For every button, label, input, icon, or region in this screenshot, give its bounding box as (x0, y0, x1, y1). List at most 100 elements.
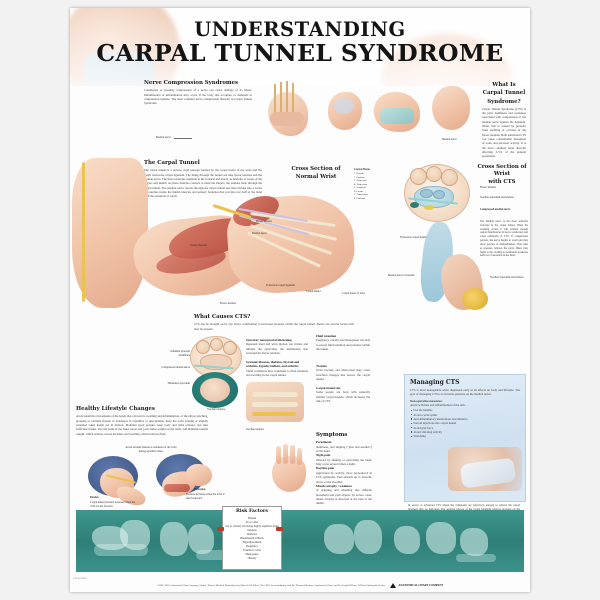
risk-item-6: Pregnancy (245, 543, 258, 548)
section-cross-normal-heading: Cross Section of Normal Wrist (282, 166, 350, 183)
what-causes-item-0: Synovial / tenosynovial thickening Repea… (246, 338, 308, 355)
managing-item-0: Use the handles (410, 408, 520, 412)
label-cts-swollen-synovium: Swollen synovium and tendons (480, 196, 514, 199)
label-teal-inset: Swollen tendons (207, 408, 225, 411)
label-nerve-bundle: Swollen synovium and tendons (490, 276, 524, 279)
legend-item-4: 5. Scaphoid (354, 186, 366, 190)
risk-factors-box: Risk Factors Female 40 or older Job or a… (222, 506, 282, 570)
symptom-text-1: relieved by shaking or exercising the ha… (316, 457, 372, 467)
label-median-nerve-forearm: Median nerve at forearm (388, 274, 415, 277)
cause-title-0: Synovial / tenosynovial thickening (246, 338, 292, 342)
managing-item-6: Stretching (410, 434, 520, 438)
label-median-nerve-top: Median nerve (156, 136, 171, 139)
symptom-title-1: Night pain (316, 453, 331, 458)
label-median-nerve-main: Median nerve (252, 232, 267, 235)
extension-label: Extension (194, 488, 206, 491)
label-cause-inflamed-synovium: Inflamed synovial membrane (170, 350, 190, 357)
cross-cts-heading-2: with CTS (488, 179, 516, 185)
carpal-tunnel-body: The carpal tunnel is a narrow, rigid pas… (144, 168, 262, 199)
art-symptom-hand (268, 444, 316, 496)
section-what-is-cts: What Is Carpal Tunnel Syndrome? Carpal T… (482, 82, 526, 159)
risk-factors-list: Female 40 or older Job or activity invol… (223, 516, 281, 560)
cross-cts-heading-1: Cross Section of Wrist (477, 164, 527, 177)
lifestyle-body: Avoid repetitive movements of the hands … (76, 414, 208, 436)
symptom-title-2: Daytime pain (316, 466, 335, 471)
label-thenar-muscles-main: Thenar muscles (190, 244, 207, 247)
risk-item-5: Hypothyroidism (242, 539, 262, 544)
carpal-tunnel-heading: The Carpal Tunnel (144, 160, 200, 166)
managing-item-1: Avoid a wrist splint (410, 413, 520, 417)
cross-cts-note: The median nerve is the most sensitive s… (480, 220, 528, 258)
label-transverse-ligament-cts: Transverse carpal ligament (400, 236, 430, 239)
what-causes-item-4: Carpal tunnel size Some people are born … (316, 386, 370, 403)
lifestyle-heading: Healthy Lifestyle Changes (76, 406, 155, 412)
triangle-icon (390, 583, 397, 588)
what-causes-item-3: Trauma Wrist fracture and dislocation ma… (316, 364, 370, 381)
label-carpal-tunnel-main: Carpal tunnel (306, 290, 321, 293)
risk-item-1: 40 or older (245, 519, 259, 524)
risk-tab-left (217, 527, 224, 531)
lifestyle-center-note: Avoid extreme flexion or extension of th… (125, 446, 177, 453)
carpal-bones-legend: Carpal Bones 1. Hamate 2. Capitate 3. Tr… (354, 168, 388, 200)
page-title: UNDERSTANDING CARPAL TUNNEL SYNDROME (70, 19, 530, 66)
art-main-forearm-hand (72, 158, 372, 328)
footer: ©1996, 2001 Anatomical Chart Company, Sk… (70, 583, 530, 588)
art-cause-cross-section (190, 334, 244, 380)
cause-title-3: Trauma (316, 364, 327, 368)
managing-item-5: Avoid vibrating activity (410, 430, 520, 434)
symptom-title-3: Muscle atrophy / weakness (316, 483, 352, 488)
label-transverse-ligament-main: Transverse carpal ligament (266, 284, 296, 287)
legend-item-6: 7. Triquetrum (354, 193, 368, 197)
cross-normal-heading-2: Normal Wrist (295, 174, 337, 181)
managing-cts-body: CTS is most manageable when diagnosed ea… (410, 388, 520, 397)
managing-item-4: Avoid grip force (410, 426, 520, 430)
risk-tab-right (276, 527, 283, 531)
symptom-text-2: aggravated by activity, more pronounced … (316, 470, 372, 484)
managing-measures-list: Use the handles Avoid a wrist splint Ant… (410, 408, 520, 438)
leader-line-median-top (174, 138, 192, 139)
risk-item-7: Trauma to wrist (242, 547, 262, 552)
symptom-text-3: of gripping and wheeling into difficult … (316, 488, 372, 506)
art-hand-nerves-upper (260, 78, 318, 140)
managing-item-2: Anti-inflammatory medications and diuret… (410, 417, 520, 421)
header-photo-band (70, 8, 530, 86)
risk-item-8: Menopause (245, 551, 259, 556)
managing-cts-heading: Managing CTS (410, 379, 460, 386)
label-flexor-tendons-lower: Flexor tendons (220, 302, 237, 305)
art-hand-palm-upper (322, 82, 368, 136)
what-causes-body: CTS can be brought on by any factor cont… (194, 322, 354, 331)
art-extension-hand (158, 458, 216, 504)
legend-title: Carpal Bones (354, 168, 371, 171)
art-flexion-hand (94, 460, 152, 509)
label-cts-flexor-tendons: Flexor tendons (480, 186, 497, 189)
section-cross-cts-heading: Cross Section of Wrist with CTS (474, 164, 530, 187)
cause-text-1: These conditions may contribute to fluid… (246, 368, 308, 378)
managing-item-3: Steroid injections into carpal tunnel (410, 421, 520, 425)
cause-title-4: Carpal tunnel size (316, 386, 341, 390)
art-cross-section-cts (400, 158, 476, 232)
risk-factors-heading: Risk Factors (236, 509, 268, 514)
cross-normal-heading-1: Cross Section of (291, 166, 341, 172)
cause-title-1: Systemic diseases, diabetes, thyroid and… (246, 360, 300, 369)
footer-credit: ©1996, 2001 Anatomical Chart Company, Sk… (156, 584, 386, 588)
art-wrist-brace-upper (370, 84, 426, 142)
symptom-text-0: numbness, and tingling ("pins and needle… (316, 444, 372, 454)
cause-text-0: Repeated hand and wrist motion can irrit… (246, 342, 308, 356)
managing-list-intro: Avoid activities and inflammation of the… (410, 402, 466, 407)
risk-item-4: Rheumatoid arthritis (240, 535, 264, 540)
legend-item-1: 2. Capitate (354, 175, 365, 179)
art-tendon-sheath-detail (246, 382, 304, 426)
symptom-title-0: Paresthesia (316, 440, 332, 445)
cause-text-2: Pregnancy, obesity and menopause can lea… (316, 338, 370, 352)
art-teal-inset-content (200, 378, 230, 402)
cause-text-4: Some people are born with naturally smal… (316, 390, 370, 404)
label-normal-nerve: Median nerve (442, 138, 457, 141)
section-nerve-compression: Nerve Compression Syndromes Continuous o… (144, 80, 252, 106)
what-is-cts-body: Carpal Tunnel Syndrome (CTS) is the pain… (482, 106, 526, 159)
nerve-compression-heading: Nerve Compression Syndromes (144, 80, 239, 86)
publisher-logo: ANATOMICAL CHART COMPANY (390, 583, 443, 588)
symptoms-heading: Symptoms (316, 432, 348, 438)
art-nerve-bundle (462, 288, 488, 310)
catalog-code: 9781587790027 (73, 578, 88, 580)
